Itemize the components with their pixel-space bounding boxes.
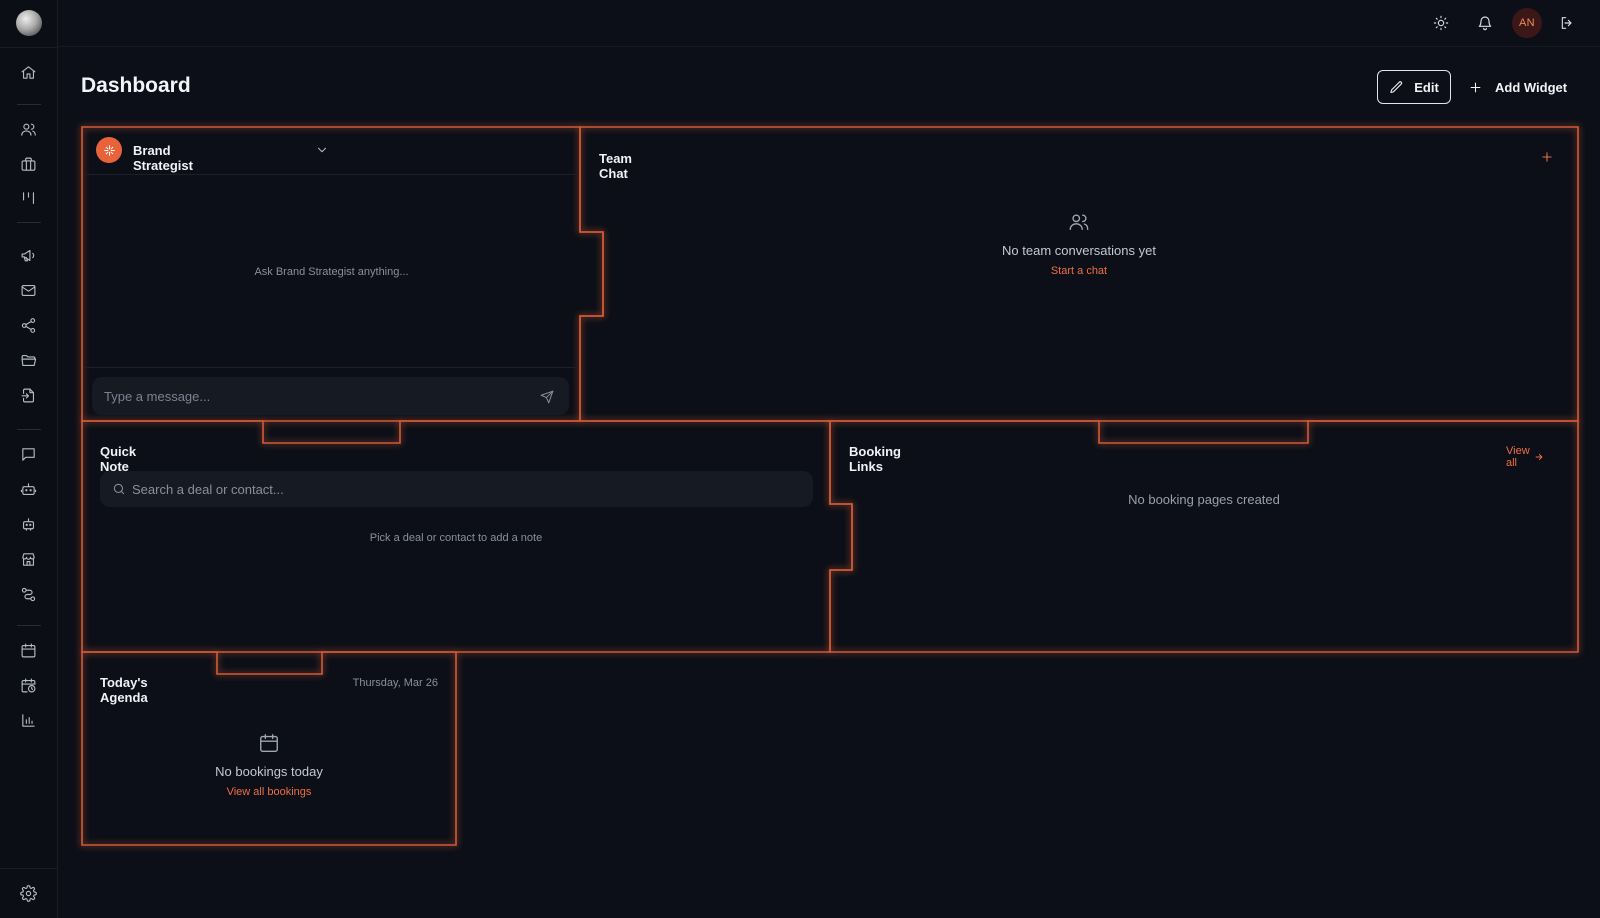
brand-strategist-title[interactable]: Brand Strategist <box>133 143 193 173</box>
new-chat-plus-icon[interactable] <box>1540 150 1554 169</box>
widget-divider <box>83 174 579 175</box>
sun-icon[interactable] <box>1429 11 1453 35</box>
team-chat-empty-title: No team conversations yet <box>1002 243 1156 258</box>
pencil-icon <box>1389 80 1404 95</box>
quick-note-hint: Pick a deal or contact to add a note <box>369 532 543 544</box>
team-chat-title: Team Chat <box>599 151 632 181</box>
mail-icon[interactable] <box>17 279 39 301</box>
megaphone-icon[interactable] <box>17 244 39 266</box>
folder-icon[interactable] <box>17 349 39 371</box>
calendar-clock-icon[interactable] <box>17 674 39 696</box>
message-input[interactable] <box>92 377 569 415</box>
topbar <box>58 0 1600 47</box>
agenda-empty-title: No bookings today <box>215 764 323 779</box>
booking-links-empty-title: No booking pages created <box>1128 492 1280 507</box>
page-title: Dashboard <box>81 74 191 97</box>
search-field[interactable] <box>100 471 813 507</box>
bar-chart-icon[interactable] <box>17 709 39 731</box>
gear-icon[interactable] <box>17 882 39 904</box>
widget-divider <box>83 367 579 368</box>
chevron-down-icon[interactable] <box>315 143 329 162</box>
nav-separator <box>17 625 41 626</box>
bell-icon[interactable] <box>1473 11 1497 35</box>
booking-links-outline <box>829 420 1579 653</box>
start-chat-link[interactable]: Start a chat <box>580 265 1578 277</box>
search-input[interactable] <box>132 471 802 507</box>
sparkle-icon <box>96 137 122 163</box>
kanban-icon[interactable] <box>17 187 39 209</box>
add-widget-button[interactable]: Add Widget <box>1468 70 1567 104</box>
file-import-icon[interactable] <box>17 384 39 406</box>
edit-button[interactable]: Edit <box>1377 70 1451 104</box>
users-icon <box>1068 211 1090 238</box>
send-icon[interactable] <box>538 388 556 406</box>
plus-icon <box>1468 80 1483 95</box>
edit-button-label: Edit <box>1414 79 1439 95</box>
arrow-right-icon <box>1534 452 1544 462</box>
home-icon[interactable] <box>17 61 39 83</box>
calendar-icon[interactable] <box>17 639 39 661</box>
globe-logo-icon[interactable] <box>16 10 42 36</box>
sidebar-divider <box>0 47 58 48</box>
route-icon[interactable] <box>17 583 39 605</box>
agenda-date: Thursday, Mar 26 <box>352 677 438 689</box>
booking-links-title: Booking Links <box>849 444 901 474</box>
sidebar <box>0 0 58 918</box>
view-all-label[interactable]: View all <box>1506 445 1530 469</box>
view-all-bookings-label[interactable]: View all bookings <box>226 786 312 798</box>
bot-icon[interactable] <box>17 478 39 500</box>
calendar-icon <box>258 732 280 759</box>
nav-separator <box>17 104 41 105</box>
users-icon[interactable] <box>17 118 39 140</box>
todays-agenda-title: Today's Agenda <box>100 675 148 705</box>
nav-separator <box>17 222 41 223</box>
view-all-link[interactable]: View all <box>1506 445 1544 469</box>
briefcase-icon[interactable] <box>17 153 39 175</box>
view-all-bookings-link[interactable]: View all bookings <box>82 786 456 798</box>
brand-strategist-empty-prompt: Ask Brand Strategist anything... <box>254 266 409 278</box>
nav-separator <box>17 429 41 430</box>
bot-alt-icon[interactable] <box>17 513 39 535</box>
logout-icon[interactable] <box>1555 11 1579 35</box>
store-icon[interactable] <box>17 548 39 570</box>
sidebar-divider <box>0 868 58 869</box>
share-icon[interactable] <box>17 314 39 336</box>
chat-icon[interactable] <box>17 443 39 465</box>
avatar[interactable]: AN <box>1512 8 1542 38</box>
quick-note-title: Quick Note <box>100 444 137 474</box>
add-widget-label: Add Widget <box>1495 79 1568 95</box>
start-chat-link-label[interactable]: Start a chat <box>1050 265 1108 277</box>
